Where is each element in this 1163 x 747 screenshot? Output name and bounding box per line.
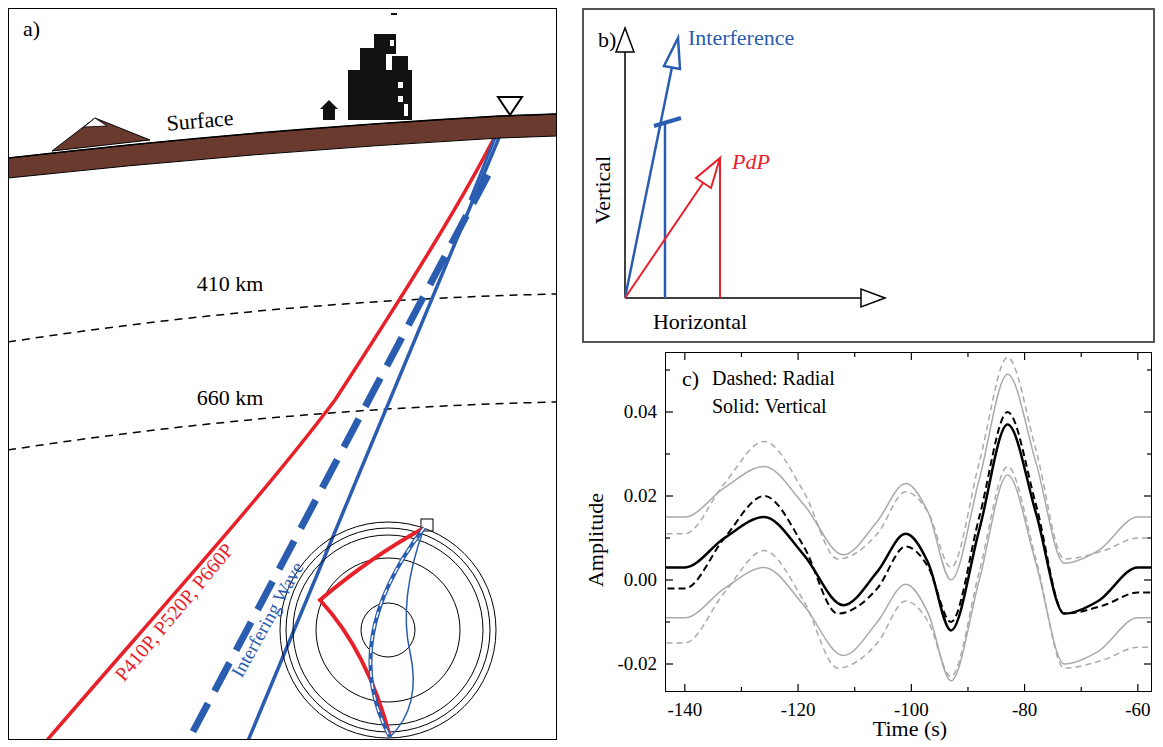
tick-label: -120	[781, 700, 816, 721]
solid-envelope	[666, 374, 1151, 580]
tick-mark	[797, 352, 798, 360]
tick-mark	[684, 352, 685, 360]
radial-trace	[666, 412, 1151, 622]
phase-label: P410P, P520P, P660P	[110, 539, 238, 685]
house-roof	[320, 100, 338, 109]
axis-title: Horizontal	[653, 310, 747, 334]
red-ray	[30, 116, 505, 739]
tick-mark	[1024, 352, 1025, 360]
tick-mark	[665, 495, 673, 496]
tick-mark	[1137, 684, 1138, 692]
legend-note: Dashed: Radial	[712, 367, 835, 389]
red-vertical	[719, 158, 721, 298]
tick-label: -0.02	[617, 654, 657, 675]
building-windows	[390, 40, 408, 116]
tick-label: -60	[1125, 700, 1150, 721]
vector-head	[664, 38, 680, 69]
axis-title: Vertical	[591, 156, 615, 224]
legend-note: Solid: Vertical	[712, 395, 827, 417]
tick-mark	[1144, 411, 1152, 412]
surface-band	[9, 114, 556, 178]
depth-label: 660 km	[197, 386, 264, 410]
tick-mark	[1137, 352, 1138, 360]
inset-blue-path	[370, 528, 424, 737]
tick-mark	[1024, 684, 1025, 692]
panel-letter: b)	[598, 28, 616, 52]
phase-label: Interfering Wave	[228, 559, 309, 681]
depth-label: 410 km	[197, 272, 264, 296]
axis-head	[616, 28, 634, 52]
axis-head	[861, 289, 885, 307]
dashed-envelope	[666, 357, 1151, 567]
tick-label: 0.00	[624, 570, 657, 591]
solid-envelope	[666, 475, 1151, 681]
axis-title: Amplitude	[584, 493, 608, 587]
vertical-trace	[666, 425, 1151, 631]
tick-mark	[665, 579, 673, 580]
panel-b-art	[616, 28, 885, 307]
axis-ticks	[665, 352, 1152, 692]
pdp-vector	[625, 183, 703, 298]
panel-letter: a)	[23, 17, 40, 41]
panel-letter: c)	[682, 367, 699, 391]
discontinuity-410	[9, 294, 556, 342]
waveforms	[666, 357, 1151, 680]
tick-mark	[665, 411, 673, 412]
buildings	[348, 13, 412, 120]
panel-a-art	[9, 13, 556, 739]
inset-red-path	[320, 528, 424, 737]
blue-vertical	[664, 122, 667, 298]
surface-line	[9, 114, 556, 158]
inset-blue-dash	[370, 528, 424, 737]
axis-title: Time (s)	[873, 717, 947, 741]
tick-mark	[1144, 663, 1152, 664]
tick-label: -140	[667, 700, 702, 721]
vector-label: Interference	[688, 26, 794, 50]
inset-blue-thin	[390, 528, 424, 737]
panel-a-frame: a)	[8, 8, 557, 740]
tick-label: 0.02	[624, 486, 657, 507]
mountain-cap	[84, 118, 107, 127]
blue-ray	[240, 116, 508, 739]
blue-tick	[654, 118, 681, 126]
tick-label: -80	[1012, 700, 1037, 721]
panel-b-frame: b)	[582, 8, 1155, 343]
tick-mark	[797, 684, 798, 692]
tick-label: 0.04	[624, 402, 657, 423]
house	[323, 108, 335, 120]
inset-globe	[280, 519, 496, 738]
discontinuity-660	[9, 402, 556, 450]
surface-label: Surface	[165, 106, 234, 136]
vector-label: PdP	[732, 150, 770, 174]
tick-mark	[1144, 579, 1152, 580]
dashed-envelope	[666, 467, 1151, 677]
tick-mark	[911, 352, 912, 360]
station-symbol	[498, 97, 522, 115]
tick-mark	[684, 684, 685, 692]
tick-mark	[1144, 495, 1152, 496]
vector-head	[696, 158, 720, 188]
blue-dashed-ray	[178, 175, 488, 739]
mountain	[52, 118, 150, 151]
tick-mark	[911, 684, 912, 692]
tick-mark	[665, 663, 673, 664]
